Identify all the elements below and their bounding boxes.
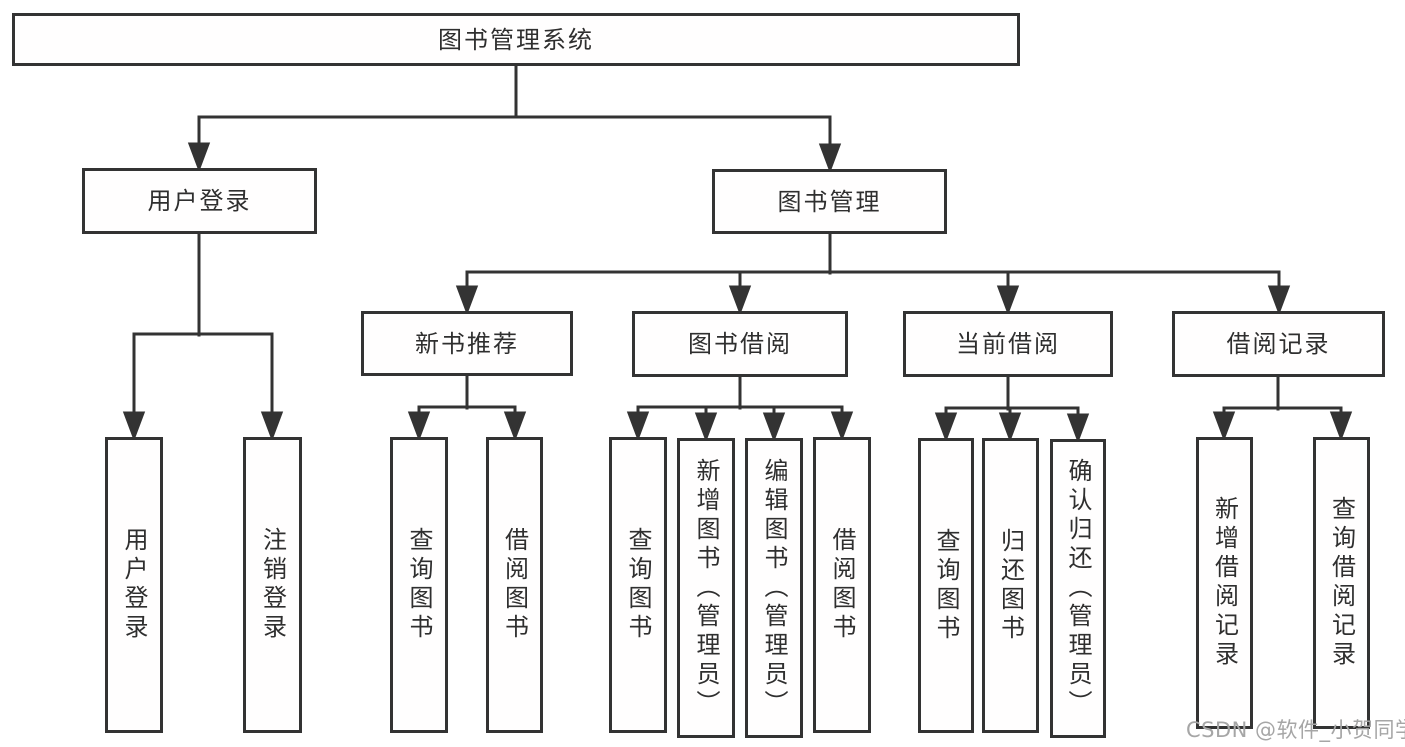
leaf-borrow-books-recommend: 借阅图书 <box>486 437 543 733</box>
node-book-borrowing: 图书借阅 <box>632 311 848 377</box>
leaf-return-books: 归还图书 <box>982 438 1039 733</box>
leaf-query-borrow-record: 查询借阅记录 <box>1313 437 1370 729</box>
node-borrowing-records: 借阅记录 <box>1172 311 1385 377</box>
leaf-query-books-current: 查询图书 <box>918 438 974 733</box>
node-book-management: 图书管理 <box>712 169 947 234</box>
leaf-add-borrow-record: 新增借阅记录 <box>1196 437 1253 729</box>
leaf-query-books-borrowing: 查询图书 <box>609 437 667 733</box>
node-library-system: 图书管理系统 <box>12 13 1020 66</box>
node-new-book-recommendation: 新书推荐 <box>361 311 573 376</box>
node-current-borrowing: 当前借阅 <box>903 311 1113 377</box>
leaf-logout: 注销登录 <box>243 437 302 733</box>
leaf-confirm-return-admin: 确认归还（管理员） <box>1050 439 1106 738</box>
leaf-edit-book-admin: 编辑图书（管理员） <box>745 438 803 738</box>
leaf-add-book-admin: 新增图书（管理员） <box>677 438 735 738</box>
node-user-login: 用户登录 <box>82 168 317 234</box>
watermark: CSDN @软件_小贺同学 <box>1186 718 1405 742</box>
leaf-query-books-recommend: 查询图书 <box>390 437 448 733</box>
leaf-user-login: 用户登录 <box>105 437 163 733</box>
leaf-borrow-books-borrowing: 借阅图书 <box>813 437 871 733</box>
